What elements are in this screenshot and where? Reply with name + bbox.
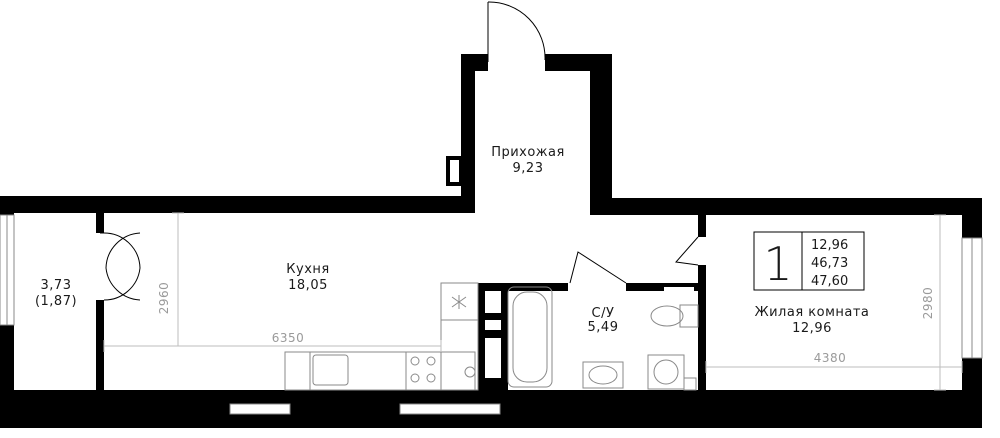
fixtures xyxy=(284,282,699,391)
dim-living-height: 2980 xyxy=(921,287,935,320)
wall-top-left xyxy=(0,196,470,213)
dimension-labels: 6350 2960 4380 2980 xyxy=(157,282,935,365)
living-area-value: 12,96 xyxy=(811,238,848,253)
kitchen-area: 18,05 xyxy=(288,278,328,293)
living-door xyxy=(675,236,699,266)
toilet-tank xyxy=(679,304,699,328)
balcony-door-upper xyxy=(100,232,141,269)
doors xyxy=(100,1,699,301)
hallway-name: Прихожая xyxy=(491,145,565,160)
wall-living-stub-lower xyxy=(698,265,706,290)
bathtub xyxy=(507,286,553,388)
wall-balcony-kitchen-top xyxy=(96,213,104,233)
wall-balcony-kitchen-bottom xyxy=(96,300,104,390)
entrance-door-swing xyxy=(487,1,546,61)
wall-details xyxy=(450,160,694,378)
wall-hallway-left xyxy=(461,54,475,213)
total-area-value: 46,73 xyxy=(811,256,848,271)
bathroom-door xyxy=(569,251,627,284)
bathroom-name: С/У xyxy=(592,306,615,321)
balcony-door-inner xyxy=(105,232,141,301)
windows xyxy=(0,214,983,415)
wall-hallway-top-left xyxy=(461,54,488,71)
window-bottom-left xyxy=(229,403,291,415)
total-area-balcony-value: 47,60 xyxy=(811,274,848,289)
kitchen-name: Кухня xyxy=(286,262,329,277)
window-bottom-mid xyxy=(399,403,501,415)
bathroom-sink xyxy=(582,361,624,389)
balcony-area-reduced: (1,87) xyxy=(35,294,77,309)
living-name: Жилая комната xyxy=(755,305,870,320)
kitchen-column xyxy=(440,282,479,391)
fridge-icon xyxy=(284,351,311,391)
wall-living-stub xyxy=(698,215,706,237)
wall-bathroom-right xyxy=(698,283,706,390)
wall-hallway-right xyxy=(590,54,612,213)
sink-icon xyxy=(312,354,349,386)
rooms-count: 1 xyxy=(763,237,792,291)
room-labels: Прихожая 9,23 Кухня 18,05 3,73 (1,87) С/… xyxy=(35,145,869,336)
dim-kitchen-height: 2960 xyxy=(157,282,171,315)
balcony-door-lower xyxy=(103,267,141,301)
toilet-bowl xyxy=(650,305,684,327)
stove-icon xyxy=(405,351,442,391)
washing-machine xyxy=(647,354,685,390)
living-area: 12,96 xyxy=(792,321,832,336)
dim-kitchen-width: 6350 xyxy=(272,331,305,345)
hallway-area: 9,23 xyxy=(513,161,544,176)
apartment-info: 1 12,96 46,73 47,60 xyxy=(753,231,865,291)
wall-top-right xyxy=(590,198,980,215)
boiler-icon xyxy=(451,295,467,309)
balcony-area: 3,73 xyxy=(41,278,72,293)
dim-living-width: 4380 xyxy=(814,351,847,365)
bathroom-area: 5,49 xyxy=(588,320,619,335)
dimension-lines xyxy=(103,212,963,391)
